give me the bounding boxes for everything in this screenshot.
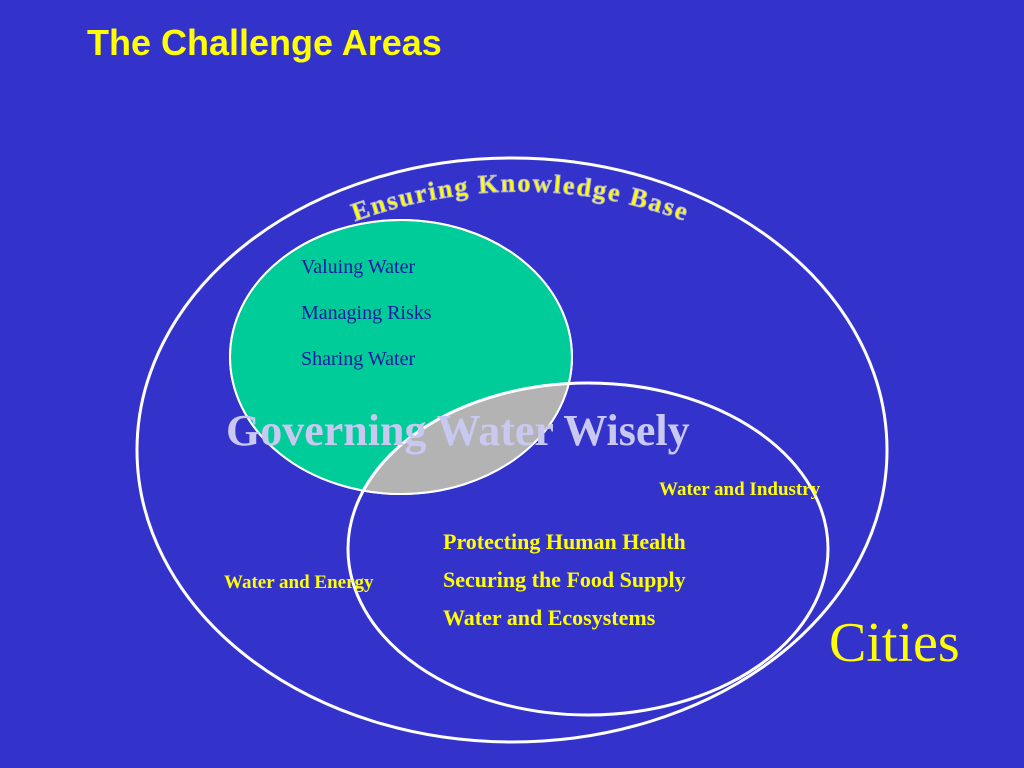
green-item-valuing-water: Valuing Water <box>301 256 416 278</box>
governing-label: Governing Water Wisely <box>226 406 690 455</box>
slide-title: The Challenge Areas <box>87 22 442 63</box>
lower-item-human-health: Protecting Human Health <box>443 529 686 554</box>
lower-item-food-supply: Securing the Food Supply <box>443 567 686 592</box>
overlap-region <box>348 383 572 494</box>
outer-circle <box>135 156 889 744</box>
lower-item-ecosystems: Water and Ecosystems <box>443 605 656 630</box>
energy-label: Water and Energy <box>224 572 374 593</box>
green-item-managing-risks: Managing Risks <box>301 302 432 324</box>
lower-circle <box>346 381 830 717</box>
green-item-sharing-water: Sharing Water <box>301 348 416 370</box>
industry-label: Water and Industry <box>659 479 821 500</box>
green-circle-outline <box>229 219 573 495</box>
cities-label: Cities <box>829 612 960 674</box>
